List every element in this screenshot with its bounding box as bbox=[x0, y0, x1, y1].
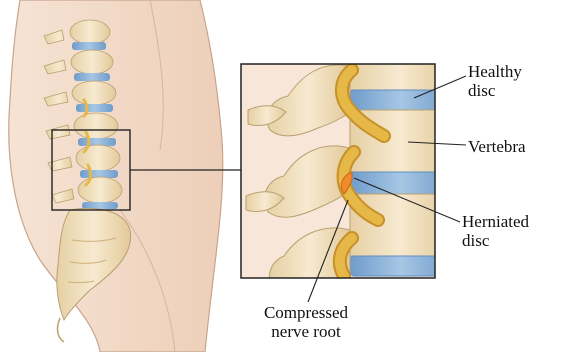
vertebra bbox=[76, 145, 120, 171]
label-compressed-nerve-root: Compressed nerve root bbox=[236, 303, 376, 341]
disc bbox=[350, 256, 452, 276]
healthy-disc bbox=[350, 90, 452, 110]
label-vertebra: Vertebra bbox=[468, 137, 526, 156]
vertebra bbox=[72, 81, 116, 105]
vertebra bbox=[74, 113, 118, 139]
disc bbox=[74, 73, 110, 81]
vertebra bbox=[70, 20, 110, 44]
disc bbox=[76, 104, 113, 112]
vertebra bbox=[78, 177, 122, 203]
vertebra bbox=[71, 50, 113, 74]
inset-closeup bbox=[241, 50, 452, 290]
label-herniated-disc: Herniated disc bbox=[462, 212, 529, 250]
disc bbox=[72, 42, 106, 50]
label-healthy-disc: Healthy disc bbox=[468, 62, 522, 100]
